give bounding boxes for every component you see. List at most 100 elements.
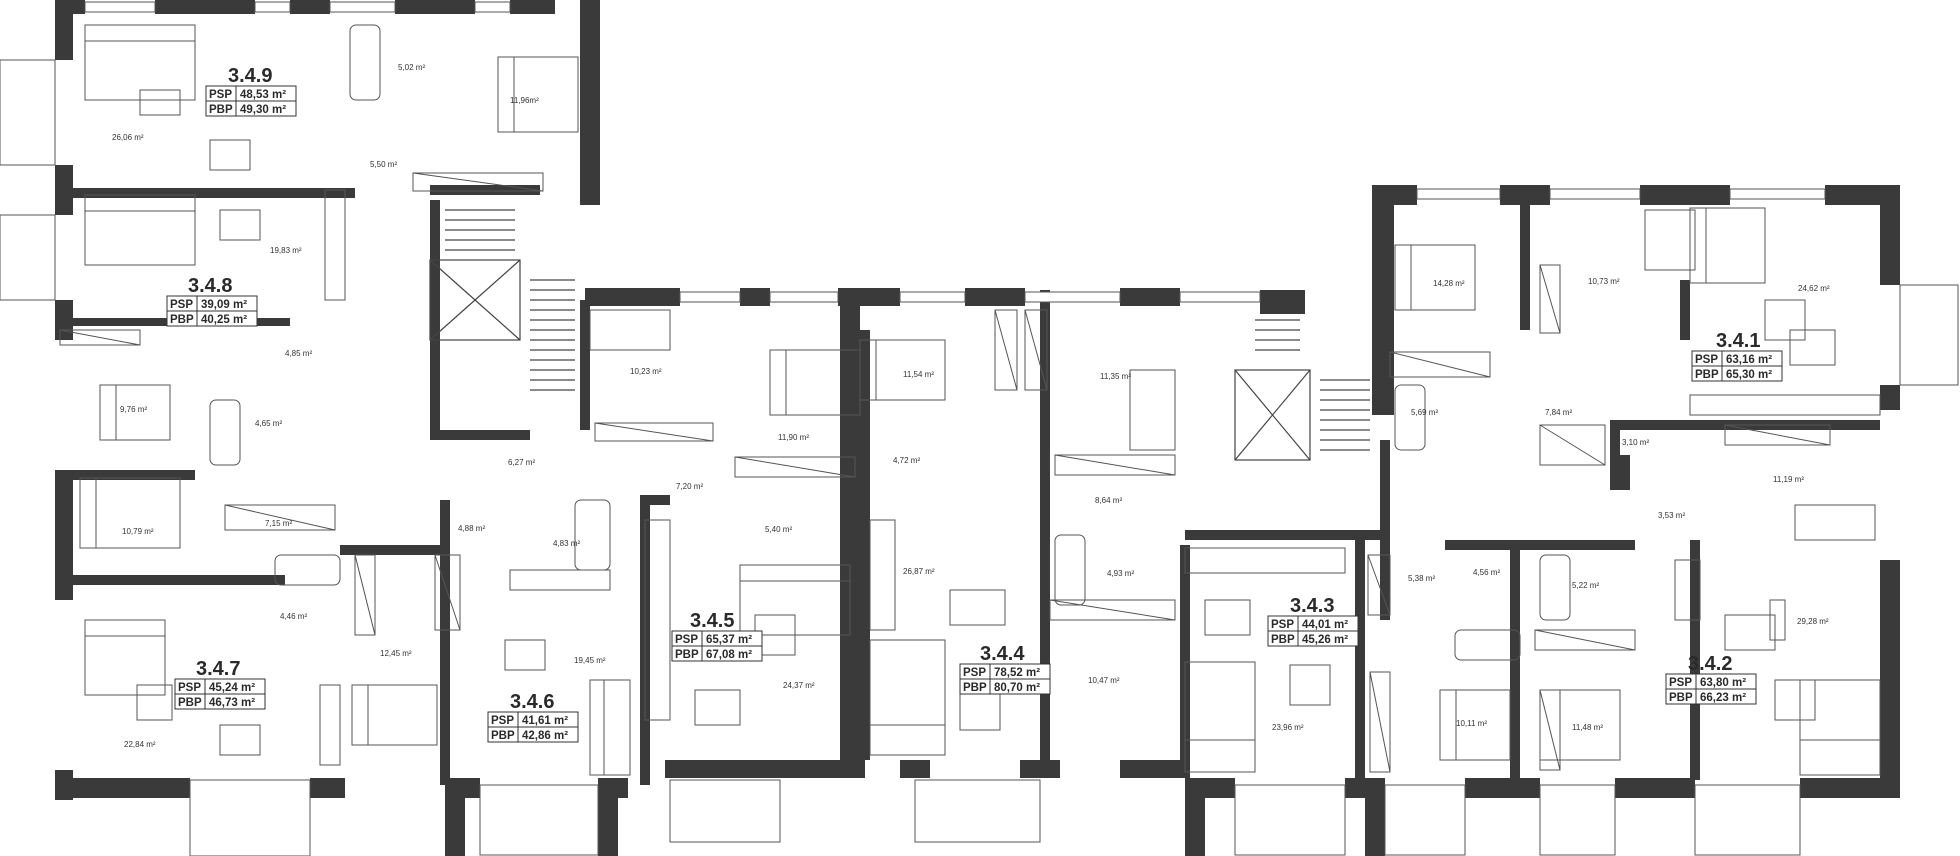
pbp-value: 45,26 m² [1302,634,1348,646]
room-area: 7,84 m² [1545,408,1572,417]
room-area: 4,46 m² [280,612,307,621]
room-area: 5,22 m² [1572,581,1599,590]
room-area: 24,62 m² [1798,284,1830,293]
unit-tag-3-4-4: 3.4.4 PSP 78,52 m² PBP 80,70 m² [959,643,1051,695]
room-area: 3,10 m² [1622,438,1649,447]
pbp-label: PBP [178,697,202,709]
psp-value: 65,37 m² [706,634,752,646]
pbp-label: PBP [675,649,699,661]
pbp-label: PBP [170,314,194,326]
pbp-value: 40,25 m² [201,314,247,326]
pbp-label: PBP [1271,634,1295,646]
room-area: 5,40 m² [765,525,792,534]
furniture [79,24,1881,776]
room-area: 10,23 m² [630,367,662,376]
room-area: 10,11 m² [1456,719,1487,728]
unit-tag-3-4-2: 3.4.2 PSP 63,80 m² PBP 66,23 m² [1665,653,1757,705]
psp-value: 44,01 m² [1302,619,1348,631]
psp-label: PSP [209,89,232,101]
unit-id: 3.4.2 [1688,653,1732,675]
unit-tag-3-4-3: 3.4.3 PSP 44,01 m² PBP 45,26 m² [1267,595,1359,647]
unit-id: 3.4.1 [1716,330,1760,352]
room-area: 26,87 m² [903,567,935,576]
room-area: 11,96m² [510,96,539,105]
pbp-value: 65,30 m² [1726,369,1772,381]
psp-value: 41,61 m² [522,715,568,727]
unit-tag-3-4-1: 3.4.1 PSP 63,16 m² PBP 65,30 m² [1691,330,1783,382]
wardrobes [59,172,1831,773]
walls [55,0,1900,856]
room-area: 29,28 m² [1797,617,1829,626]
room-area: 19,83 m² [270,246,302,255]
unit-tag-3-4-7: 3.4.7 PSP 45,24 m² PBP 46,73 m² [174,658,266,710]
pbp-value: 80,70 m² [994,682,1040,694]
room-area: 5,02 m² [398,63,425,72]
room-area: 11,35 m² [1100,372,1131,381]
unit-id: 3.4.9 [228,65,272,87]
room-area: 19,45 m² [574,656,606,665]
unit-tag-3-4-6: 3.4.6 PSP 41,61 m² PBP 42,86 m² [487,691,579,743]
psp-label: PSP [491,715,514,727]
unit-id: 3.4.7 [196,658,240,680]
room-area: 11,19 m² [1773,475,1804,484]
room-area: 12,45 m² [380,649,412,658]
unit-tag-3-4-5: 3.4.5 PSP 65,37 m² PBP 67,08 m² [671,610,763,662]
room-area: 3,53 m² [1658,511,1685,520]
room-area: 4,93 m² [1107,569,1134,578]
room-area: 5,38 m² [1408,574,1435,583]
room-area: 14,28 m² [1433,279,1465,288]
room-area: 7,15 m² [265,519,292,528]
unit-id: 3.4.5 [690,610,734,632]
room-area: 7,20 m² [676,482,703,491]
pbp-value: 49,30 m² [240,104,286,116]
room-area: 9,76 m² [120,405,147,414]
pbp-label: PBP [1695,369,1719,381]
pbp-label: PBP [1669,692,1693,704]
room-area: 10,73 m² [1588,277,1620,286]
unit-tag-3-4-9: 3.4.9 PSP 48,53 m² PBP 49,30 m² [205,65,297,117]
pbp-value: 67,08 m² [706,649,752,661]
psp-label: PSP [1271,619,1294,631]
psp-label: PSP [1695,354,1718,366]
psp-label: PSP [963,667,986,679]
room-area: 4,88 m² [458,524,485,533]
psp-label: PSP [178,682,201,694]
room-area: 10,47 m² [1088,676,1120,685]
room-area: 26,06 m² [112,133,144,142]
room-area-labels: 5,02 m² 11,96m² 26,06 m² 5,50 m² 19,83 m… [112,63,1830,749]
psp-label: PSP [1669,677,1692,689]
psp-value: 39,09 m² [201,299,247,311]
pbp-label: PBP [963,682,987,694]
pbp-value: 46,73 m² [209,697,255,709]
room-area: 11,48 m² [1572,723,1603,732]
room-area: 6,27 m² [508,458,535,467]
pbp-value: 66,23 m² [1700,692,1746,704]
room-area: 5,50 m² [370,160,397,169]
room-area: 23,96 m² [1272,723,1304,732]
psp-label: PSP [675,634,698,646]
room-area: 4,72 m² [893,456,920,465]
room-area: 11,90 m² [778,433,809,442]
pbp-value: 42,86 m² [522,730,568,742]
unit-id: 3.4.8 [188,275,232,297]
psp-value: 63,80 m² [1700,677,1746,689]
room-area: 10,79 m² [122,527,154,536]
room-area: 24,37 m² [783,681,815,690]
unit-id: 3.4.3 [1290,595,1334,617]
room-area: 11,54 m² [903,370,934,379]
room-area: 4,65 m² [255,419,282,428]
psp-value: 78,52 m² [994,667,1040,679]
stairwells [429,209,1370,461]
room-area: 4,85 m² [285,349,312,358]
unit-id: 3.4.4 [980,643,1025,665]
room-area: 4,56 m² [1473,568,1500,577]
psp-value: 63,16 m² [1726,354,1772,366]
room-area: 4,83 m² [553,539,580,548]
unit-tag-3-4-8: 3.4.8 PSP 39,09 m² PBP 40,25 m² [166,275,258,327]
pbp-label: PBP [491,730,515,742]
pbp-label: PBP [209,104,233,116]
psp-value: 48,53 m² [240,89,286,101]
room-area: 5,69 m² [1411,408,1438,417]
